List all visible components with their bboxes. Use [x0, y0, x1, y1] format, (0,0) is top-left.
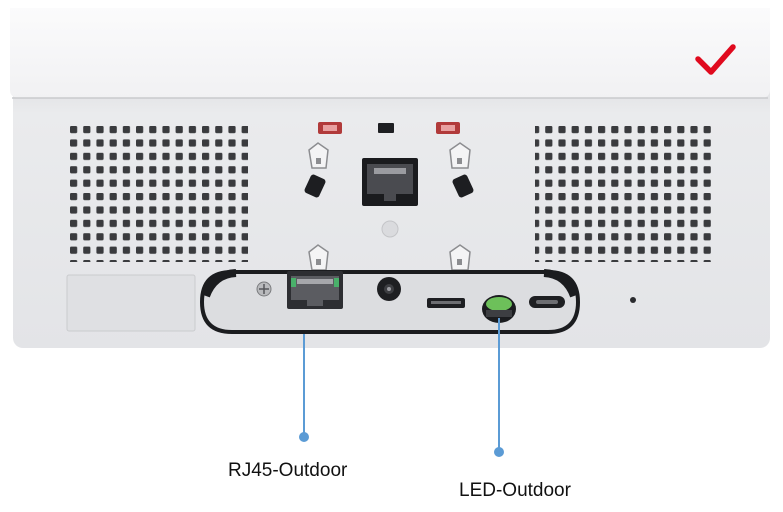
checkmark-logo-icon [695, 44, 736, 75]
right-vent-grille [535, 126, 713, 262]
ground-screw-icon [256, 281, 272, 297]
mount-clip-icon [308, 244, 329, 271]
callout-line-led [494, 318, 504, 457]
mount-clip-icon [449, 142, 474, 198]
status-led-center [378, 123, 394, 133]
router-top [10, 8, 770, 98]
led-outdoor-label: LED-Outdoor [459, 480, 571, 501]
power-jack-icon [377, 277, 401, 301]
rj45-outdoor-port-icon [287, 271, 343, 309]
callout-line-rj45 [299, 334, 309, 442]
screw-hole [381, 220, 399, 238]
mount-clip-icon [304, 142, 329, 198]
led-outdoor-port-icon [482, 295, 516, 323]
ethernet-port-icon [362, 158, 418, 206]
mount-clip-icon [449, 244, 471, 271]
left-vent-grille [70, 126, 248, 262]
label-plate [66, 274, 196, 332]
rj45-outdoor-label: RJ45-Outdoor [228, 460, 348, 481]
usb-c-port-icon [529, 296, 565, 308]
reset-pinhole [630, 297, 636, 303]
sim-slot-icon [427, 298, 465, 308]
